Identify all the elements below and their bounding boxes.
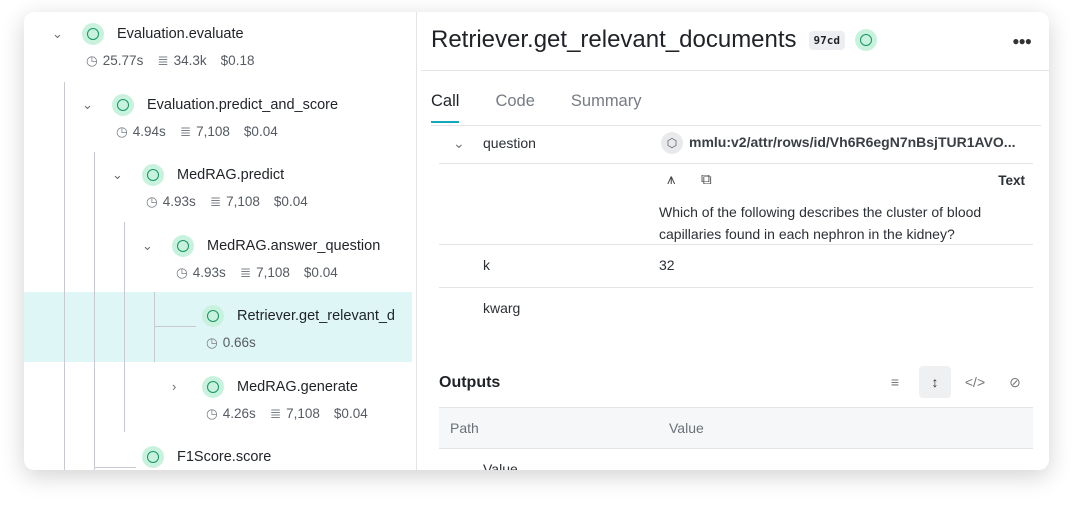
cost: $0.18 <box>220 53 255 68</box>
call-title: Retriever.get_relevant_documents <box>431 26 797 53</box>
node-name: Evaluation.predict_and_score <box>147 96 339 113</box>
chevron-down-icon[interactable]: ⌄ <box>82 96 93 112</box>
node-name: MedRAG.answer_question <box>207 237 381 254</box>
chevron-down-icon[interactable]: ⌄ <box>453 135 465 151</box>
tree-line <box>124 222 125 432</box>
latency: ◷4.93s <box>146 194 196 209</box>
clock-icon: ◷ <box>86 53 98 68</box>
input-row-question: ⌄ question ⬡ mmlu:v2/attr/rows/id/Vh6R6e… <box>439 126 1033 164</box>
database-icon: ≣ <box>157 53 169 68</box>
success-icon <box>855 29 878 51</box>
chevron-down-icon[interactable]: ⌄ <box>142 237 153 253</box>
tokens: ≣7,108 <box>209 194 260 209</box>
node-name: MedRAG.generate <box>237 378 358 395</box>
call-id-badge[interactable]: 97cd <box>808 30 846 50</box>
tree-line <box>154 326 196 327</box>
latency: ◷0.66s <box>206 335 256 350</box>
more-options-icon[interactable]: ●●● <box>1012 34 1032 48</box>
success-icon <box>202 305 224 327</box>
database-icon: ≣ <box>209 194 222 209</box>
input-row-question-value: ⩚ ⧉ Text Which of the following describe… <box>439 164 1033 245</box>
node-name: Retriever.get_relevant_d <box>237 308 395 324</box>
clock-icon: ◷ <box>176 264 188 280</box>
object-ref-link[interactable]: mmlu:v2/attr/rows/id/Vh6R6egN7nBsjTUR1AV… <box>689 134 1016 150</box>
outputs-table-header: Path Value <box>439 407 1033 449</box>
selected-row-highlight <box>24 292 412 362</box>
node-name: F1Score.score <box>177 449 272 465</box>
success-icon <box>202 375 224 398</box>
tab-summary[interactable]: Summary <box>570 92 642 110</box>
cost: $0.04 <box>243 123 278 139</box>
latency: ◷4.94s <box>116 123 166 139</box>
outputs-toolbar: ≡ ↕ </> ⊘ <box>879 366 1031 398</box>
hide-icon[interactable]: ⊘ <box>1009 373 1021 390</box>
success-icon <box>142 446 164 468</box>
cost: $0.04 <box>303 264 338 280</box>
chevron-down-icon[interactable]: ⌄ <box>52 26 63 41</box>
tab-call[interactable]: Call <box>431 92 460 123</box>
tokens: ≣7,108 <box>179 123 230 139</box>
tokens: ≣7,108 <box>269 405 320 421</box>
success-icon <box>142 164 164 186</box>
expand-rows-icon[interactable]: ↕ <box>919 366 951 398</box>
input-key: question <box>483 135 536 151</box>
node-name: Evaluation.evaluate <box>117 26 244 42</box>
question-text: Which of the following describes the clu… <box>659 204 982 242</box>
output-row-value: Value <box>483 461 518 470</box>
collapse-icon[interactable]: ⩚ <box>667 171 676 188</box>
outputs-heading: Outputs <box>439 374 501 391</box>
copy-icon[interactable]: ⧉ <box>701 171 712 188</box>
database-icon: ≣ <box>269 405 282 421</box>
chevron-down-icon[interactable]: ⌄ <box>112 167 123 182</box>
latency: ◷4.26s <box>206 405 256 421</box>
tree-node[interactable]: › MedRAG.generate ◷4.26s ≣7,108 $0.04 <box>172 374 368 434</box>
tree-line <box>94 152 95 470</box>
trace-tree: ⌄ Evaluation.evaluate ◷25.77s ≣34.3k $0.18 ⌄ E… <box>24 12 417 470</box>
tree-line <box>154 292 155 362</box>
chevron-down-icon[interactable]: ⌄ <box>453 461 467 470</box>
column-path[interactable]: Path <box>450 420 479 436</box>
tree-node[interactable]: ⌄ Evaluation.predict_and_score ◷4.94s ≣7,10… <box>82 92 338 152</box>
node-name: MedRAG.predict <box>177 167 285 183</box>
tokens: ≣34.3k <box>157 53 207 68</box>
format-label: Text <box>998 173 1025 188</box>
tree-line <box>94 467 136 468</box>
cost: $0.04 <box>273 194 308 209</box>
clock-icon: ◷ <box>206 335 218 350</box>
tree-line <box>64 82 65 470</box>
latency: ◷4.93s <box>176 264 226 280</box>
code-view-icon[interactable]: </> <box>964 374 986 390</box>
latency: ◷25.77s <box>86 53 144 68</box>
tab-code[interactable]: Code <box>495 92 535 110</box>
tree-node[interactable]: F1Score.score <box>112 444 271 470</box>
input-key: k <box>483 257 490 273</box>
clock-icon: ◷ <box>206 405 218 421</box>
input-row-k: k 32 <box>439 245 1033 288</box>
tree-node[interactable]: ⌄ Evaluation.evaluate ◷25.77s ≣34.3k $0.18 <box>52 21 254 81</box>
object-ref-icon: ⬡ <box>661 132 683 154</box>
cost: $0.04 <box>333 405 368 421</box>
database-icon: ≣ <box>239 264 252 280</box>
call-title-bar: Retriever.get_relevant_documents 97cd <box>431 26 890 54</box>
input-key-kwarg: kwarg <box>483 300 521 316</box>
tree-node[interactable]: Retriever.get_relevant_d ◷0.66s <box>172 303 395 363</box>
column-value[interactable]: Value <box>669 420 704 436</box>
clock-icon: ◷ <box>146 194 158 209</box>
input-value: 32 <box>659 257 675 273</box>
detail-tabs: Call Code Summary <box>431 92 641 123</box>
clock-icon: ◷ <box>116 123 128 139</box>
success-icon <box>112 93 134 116</box>
chevron-right-icon[interactable]: › <box>172 379 177 394</box>
success-icon <box>172 234 194 257</box>
tree-node[interactable]: ⌄ MedRAG.answer_question ◷4.93s ≣7,108 $0.04 <box>142 233 380 293</box>
tree-node[interactable]: ⌄ MedRAG.predict ◷4.93s ≣7,108 $0.04 <box>112 162 308 222</box>
database-icon: ≣ <box>179 123 192 139</box>
trace-card: ⌄ Evaluation.evaluate ◷25.77s ≣34.3k $0.18 ⌄ E… <box>24 12 1049 470</box>
success-icon <box>82 23 104 45</box>
tokens: ≣7,108 <box>239 264 290 280</box>
call-detail-panel: Retriever.get_relevant_documents 97cd ●●… <box>417 12 1049 470</box>
list-view-icon[interactable]: ≡ <box>890 374 900 390</box>
